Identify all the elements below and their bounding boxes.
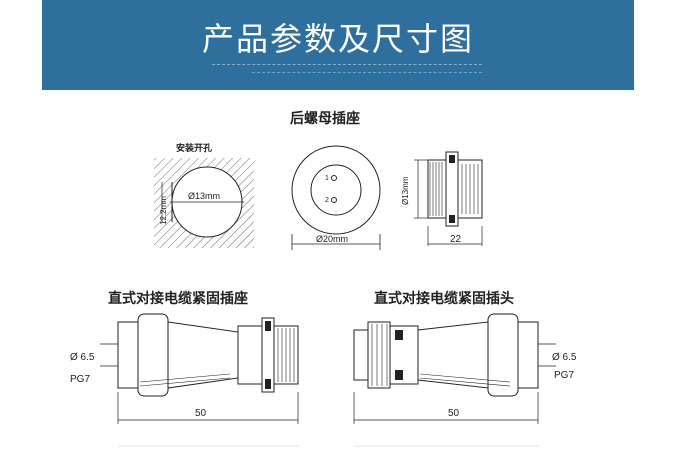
thread-diameter-label: Ø13mm [401, 176, 410, 205]
face-diameter-label: Ø20mm [316, 234, 348, 244]
pin-2-label: 2 [325, 197, 329, 204]
socket-length-label: 50 [195, 408, 207, 419]
hole-flat-label: 12.2mm [159, 196, 168, 225]
plug-cable-diameter-label: Ø 6.5 [552, 352, 577, 363]
plug-gland-label: PG7 [554, 370, 574, 381]
banner-decoration [252, 72, 482, 74]
mounting-hole-label: 安装开孔 [176, 142, 212, 154]
socket-assembly-drawing: Ø 6.5 PG7 50 [70, 313, 299, 424]
section-title-rear-nut-socket: 后螺母插座 [290, 111, 360, 127]
socket-cable-diameter-label: Ø 6.5 [70, 352, 95, 363]
page-title: 产品参数及尺寸图 [201, 20, 474, 58]
banner-decoration [212, 64, 482, 66]
socket-gland-label: PG7 [70, 374, 90, 385]
mounting-hole-drawing: 安装开孔 Ø13mm 12.2mm [154, 142, 254, 248]
front-view-drawing: 1 2 Ø20mm [291, 145, 381, 250]
plug-length-label: 50 [448, 408, 460, 419]
side-length-label: 22 [450, 234, 462, 245]
section-title-straight-socket: 直式对接电缆紧固插座 [108, 291, 248, 307]
header-banner: 产品参数及尺寸图 [42, 0, 634, 90]
plug-assembly-drawing: Ø 6.5 PG7 50 [353, 313, 577, 424]
section-title-straight-plug: 直式对接电缆紧固插头 [374, 291, 514, 307]
side-view-drawing: Ø13mm 22 [401, 151, 483, 246]
hole-diameter-label: Ø13mm [188, 191, 220, 201]
pin-1-label: 1 [325, 175, 329, 182]
